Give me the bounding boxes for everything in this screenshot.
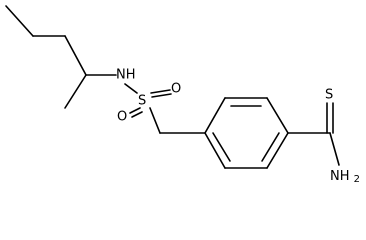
bond-s-o2-a [129,107,141,114]
thione-sulfur-label: S [325,88,333,103]
thioamide-group [287,102,340,166]
benzene-ring [204,97,289,169]
bond-c-n [329,132,340,166]
bond-n-s [124,83,138,94]
ring-inner-bond-3 [212,132,231,162]
amide-subscript: 2 [354,174,360,185]
ring-bond-3 [266,97,289,134]
ring-bond-1 [204,97,226,134]
bond-s-ch2 [149,107,161,134]
chemical-structure: NH S O O S NH 2 [5,5,360,186]
bond-s-o2-b [131,111,143,118]
ring-inner-bond-2 [261,132,280,162]
ring-bond-4 [266,132,289,169]
nitrogen-label: NH [116,68,136,83]
oxygen-label-bottom: O [117,110,127,125]
pentyl-chain [5,5,117,109]
bond-c2-c1 [64,74,87,109]
sulfur-label: S [138,94,146,109]
sulfonamide-group [124,83,206,134]
bond-c3-c2 [64,35,87,76]
amide-label: NH 2 [330,169,360,186]
bond-s-o1-b [151,93,172,98]
bond-c5-c4 [5,5,34,37]
amide-nh-text: NH [330,169,350,184]
ring-bond-6 [204,132,226,169]
oxygen-label-right: O [171,82,181,97]
bond-s-o1-a [150,89,171,94]
